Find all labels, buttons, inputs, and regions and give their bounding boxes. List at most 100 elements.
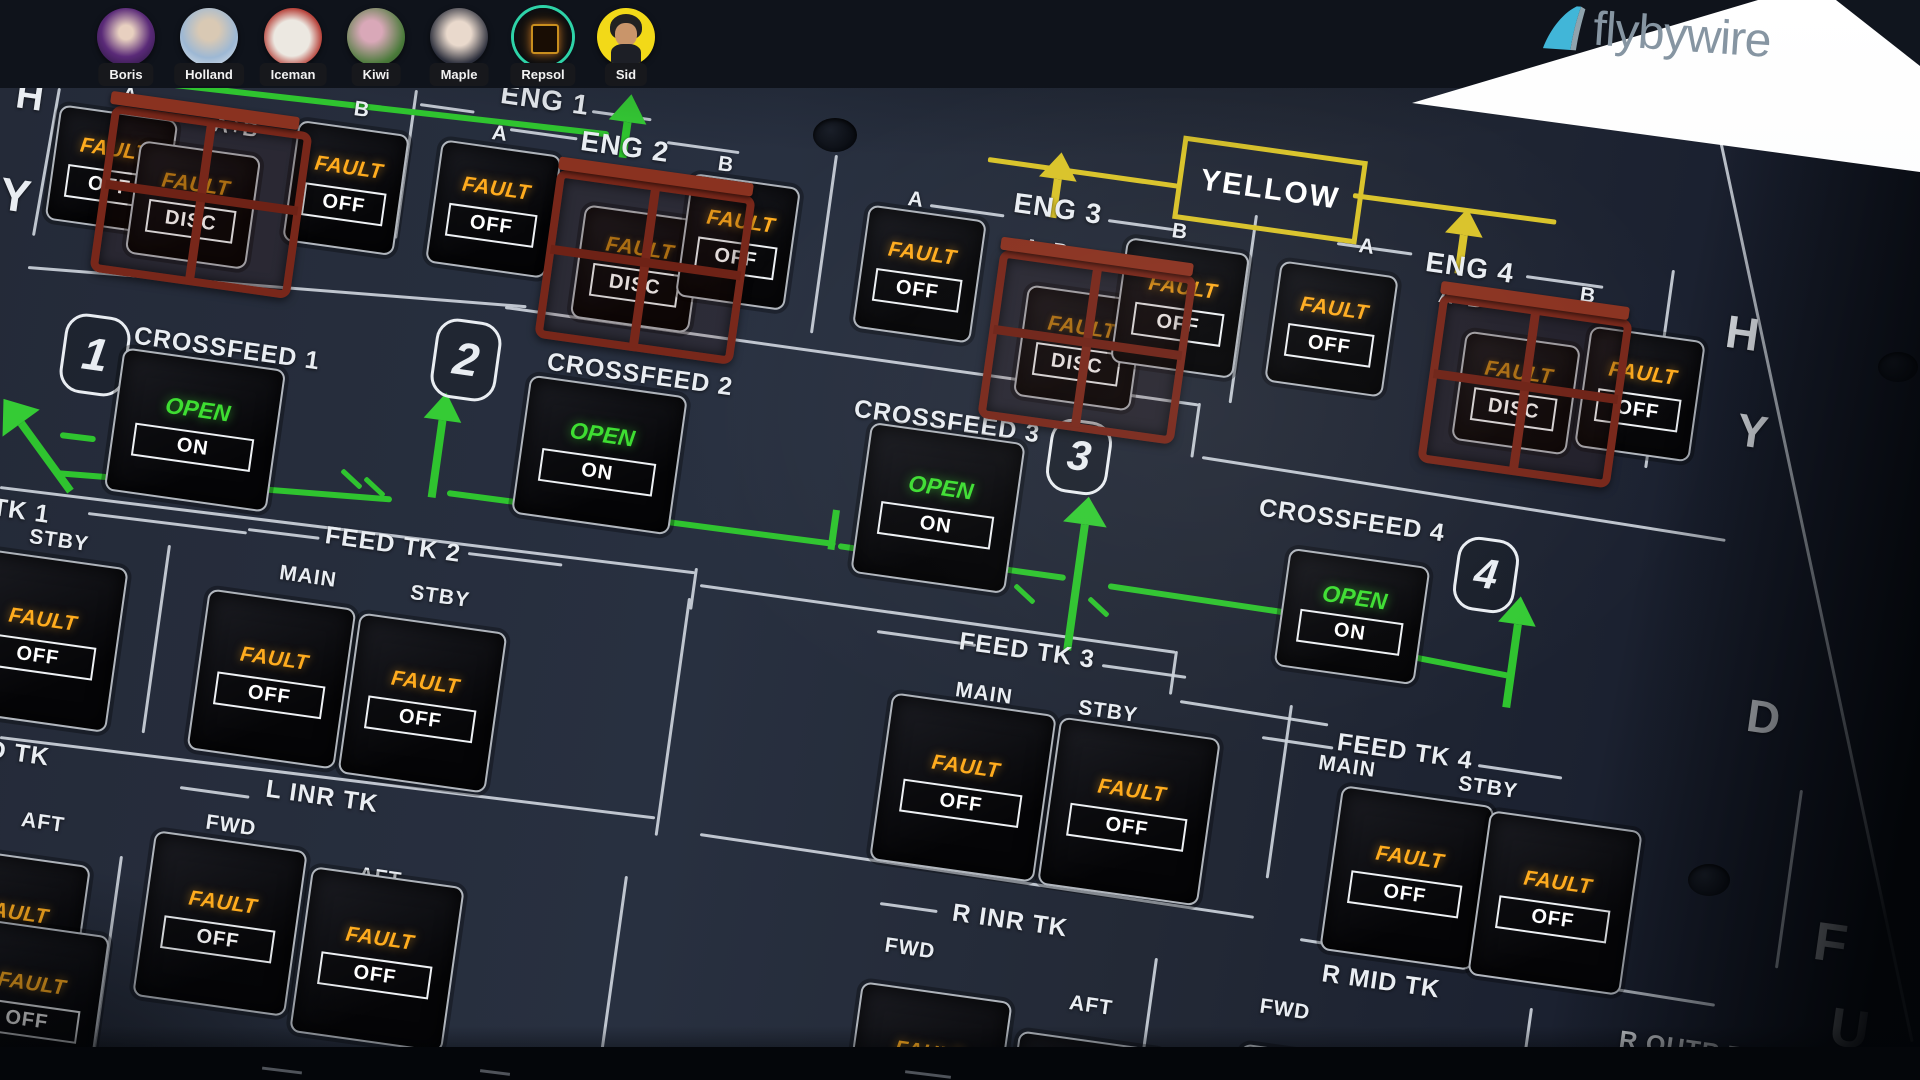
arrow-stem (427, 419, 447, 499)
fault-indicator: FAULT (313, 151, 385, 184)
right-hyd-letter-y: Y (1733, 403, 1772, 459)
bottom-frame-strip (0, 1047, 1920, 1080)
eng4-disc-guard[interactable] (1417, 293, 1633, 489)
user-avatar-iceman[interactable] (264, 8, 322, 66)
feed-tk4-bracket-line (1261, 736, 1334, 750)
l-mid-tk-aft-label: AFT (19, 808, 67, 837)
panel-right-edge-line (1710, 97, 1914, 1043)
sid-avatar-body (610, 43, 642, 65)
master-caution-glyph (531, 24, 559, 54)
arrow-stem (1063, 523, 1089, 651)
eng3-disc-guard[interactable] (977, 249, 1197, 445)
on-legend: ON (537, 447, 657, 497)
green-arrow-crossfeed2-icon (413, 389, 466, 500)
fault-indicator: FAULT (389, 666, 461, 699)
panel-screw (813, 118, 857, 152)
eng4-pump-a-label: A (1357, 233, 1377, 260)
fault-indicator: FAULT (344, 922, 416, 955)
feed-tk2-stby-pump-button[interactable]: FAULT OFF (337, 612, 508, 794)
user-name-tag: Kiwi (351, 63, 401, 86)
eng4-pump-a-button[interactable]: FAULT OFF (1264, 260, 1399, 398)
off-legend: OFF (1495, 894, 1611, 943)
user-avatar-kiwi[interactable] (347, 8, 405, 66)
off-legend: OFF (213, 670, 326, 719)
left-hyd-letter-y: Y (0, 167, 35, 223)
yellow-line-left (987, 157, 1179, 189)
arrow-head (608, 91, 651, 125)
sid-avatar-face (614, 23, 637, 47)
feed-tk3-stby-pump-button[interactable]: FAULT OFF (1037, 716, 1221, 907)
crossfeed3-valve-button[interactable]: OPEN ON (850, 421, 1026, 595)
fault-indicator: FAULT (1522, 866, 1594, 899)
user-name-tag: Repsol (510, 63, 576, 86)
eng2-pump-a-button[interactable]: FAULT OFF (424, 139, 563, 279)
fault-indicator: FAULT (1298, 292, 1370, 325)
divider-feedtk3-4 (1265, 704, 1293, 879)
fault-indicator: FAULT (460, 172, 532, 205)
eng2-pump-a-label: A (490, 120, 510, 147)
frame-mark (904, 1070, 952, 1079)
off-legend: OFF (317, 951, 433, 1000)
panel-screw (1878, 352, 1918, 382)
open-indicator: OPEN (568, 416, 637, 452)
feed-tk4-main-pump-button[interactable]: FAULT OFF (1319, 785, 1495, 971)
gallery-tick (1013, 583, 1036, 605)
eng2-pump-b-label: B (716, 151, 736, 178)
off-legend: OFF (364, 694, 477, 743)
line-above-feedtk4 (1179, 700, 1329, 727)
fault-indicator: FAULT (7, 603, 79, 636)
l-mid-tk-label: L MID TK (0, 728, 52, 772)
user-avatar-boris[interactable] (97, 8, 155, 66)
eng1-disc-guard[interactable] (89, 104, 313, 300)
eng4-label: ENG 4 (1423, 245, 1517, 290)
crossfeed1-valve-button[interactable]: OPEN ON (103, 347, 287, 513)
feed-tk2-main-pump-button[interactable]: FAULT OFF (186, 588, 357, 770)
fuel-letter-f: F (1809, 910, 1852, 976)
r-inr-tk-fwd-label: FWD (883, 933, 937, 964)
arrow-head (1445, 205, 1487, 238)
eng3-pump-a-button[interactable]: FAULT OFF (851, 204, 988, 344)
frame-mark (261, 1066, 303, 1075)
off-legend: OFF (300, 181, 387, 226)
crossfeed4-valve-button[interactable]: OPEN ON (1273, 547, 1431, 686)
crossfeed2-valve-button[interactable]: OPEN ON (511, 374, 688, 536)
l-inr-tk-aft-pump-button[interactable]: FAULT OFF (289, 866, 465, 1053)
gallery-spur (59, 432, 97, 443)
feed-tk3-main-pump-button[interactable]: FAULT OFF (869, 692, 1057, 883)
divider-feedtk1-2 (141, 544, 171, 734)
frame-mark (479, 1069, 511, 1076)
l-inr-tk-fwd-label: FWD (204, 810, 258, 841)
on-legend: ON (1296, 608, 1404, 656)
feed-tk4-stby-pump-button[interactable]: FAULT OFF (1467, 810, 1643, 996)
crossfeed4-label: CROSSFEED 4 (1257, 493, 1447, 548)
user-avatar-repsol[interactable] (514, 8, 572, 66)
user-avatar-holland[interactable] (180, 8, 238, 66)
user-avatar-sid[interactable] (597, 8, 655, 66)
r-mid-tk-label: R MID TK (1320, 959, 1442, 1004)
open-indicator: OPEN (163, 391, 233, 427)
line-above-feedtk3 (699, 584, 1176, 654)
on-legend: ON (877, 501, 995, 550)
eng3-pump-b-label: B (1170, 218, 1190, 245)
off-legend: OFF (1347, 869, 1463, 918)
divider-eng2-eng3 (809, 154, 838, 334)
on-legend: ON (131, 422, 254, 472)
off-legend: OFF (445, 202, 538, 248)
fault-indicator: FAULT (1374, 841, 1446, 874)
feed-tk2-main-label: MAIN (277, 561, 339, 592)
user-avatar-maple[interactable] (430, 8, 488, 66)
line-jog-feedtk-mid (689, 567, 698, 610)
user-name-tag: Holland (174, 63, 244, 86)
l-inr-tk-fwd-pump-button[interactable]: FAULT OFF (132, 830, 308, 1017)
line-jog-crossfeed4 (1190, 402, 1201, 458)
eng3-label: ENG 3 (1011, 186, 1105, 231)
eng2-disc-guard[interactable] (534, 168, 756, 366)
feed-tk2-stby-label: STBY (408, 580, 472, 613)
feed-tk1-stby-pump-button[interactable]: FAULT OFF (0, 546, 129, 734)
fault-indicator: FAULT (930, 750, 1002, 783)
feed-tk2-label: FEED TK 2 (323, 521, 463, 568)
off-legend: OFF (871, 267, 963, 313)
fault-indicator: FAULT (238, 642, 310, 675)
off-legend: OFF (160, 915, 276, 964)
